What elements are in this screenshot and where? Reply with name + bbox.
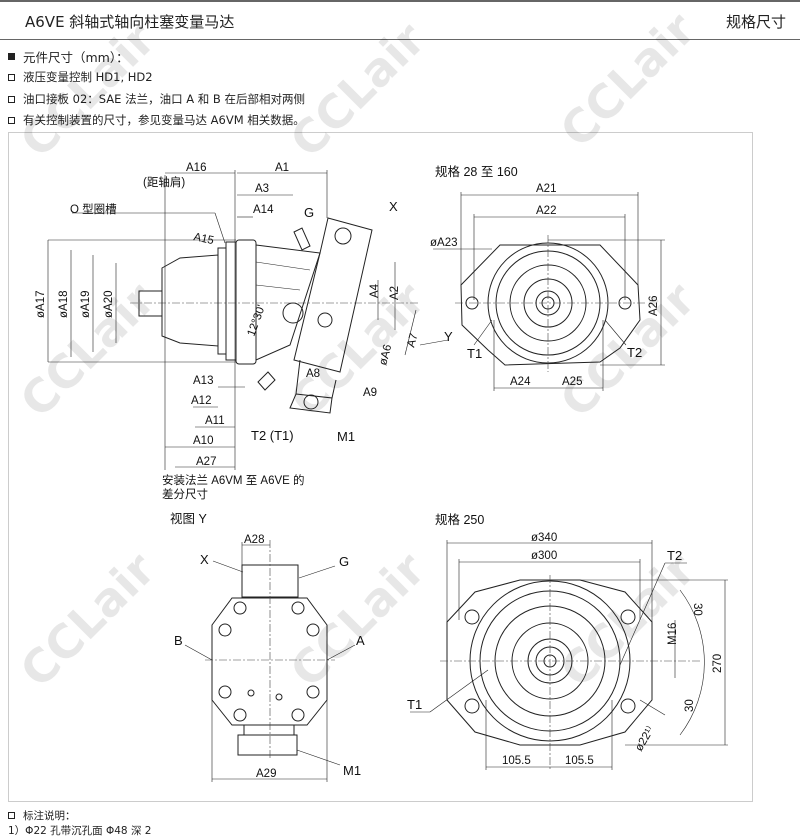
port-label-b: B [174, 633, 183, 648]
port-label-g: G [339, 554, 349, 569]
view-title: 规格 28 至 160 [435, 164, 518, 179]
square-icon [8, 95, 15, 103]
port-label-t2: T2 [667, 548, 682, 563]
dim-label: A22 [536, 205, 556, 217]
port-label-t2: T2 [627, 345, 642, 360]
dim-label: øA19 [80, 291, 92, 319]
dim-label: 105.5 [502, 755, 531, 767]
port-label-x: X [200, 552, 209, 567]
view-y-drawing [184, 540, 356, 782]
dim-label: A27 [196, 456, 216, 468]
dim-label: øA17 [35, 291, 47, 319]
dim-label: A1 [275, 162, 289, 174]
front-view-28-160-labels: 规格 28 至 160 A21 A22 øA23 A26 T1 T2 A24 A… [430, 164, 660, 388]
footnote-heading-text: 标注说明： [23, 810, 76, 822]
dim-label: A9 [363, 387, 377, 399]
front-view-250 [410, 540, 728, 770]
watermark: CCLair [550, 2, 706, 158]
watermarks: CCLair CCLair CCLair CCLair CCLair CCLai… [10, 2, 706, 698]
view-title: 规格 250 [435, 512, 484, 527]
port-label-t2: T2 (T1) [251, 428, 294, 443]
bullet-text: 有关控制装置的尺寸，参见变量马达 A6VM 相关数据。 [23, 113, 305, 127]
view-y-labels: 视图 Y A28 X G B A A29 M1 [170, 511, 365, 780]
dim-label: øA18 [58, 291, 70, 319]
dim-label: A14 [253, 204, 274, 216]
dim-label: A13 [193, 375, 213, 387]
dim-label: A29 [256, 768, 276, 780]
flange-note: 安装法兰 A6VM 至 A6VE 的 [162, 473, 305, 487]
port-label-m1: M1 [337, 429, 355, 444]
dim-label: 30 [691, 603, 703, 616]
dim-label: A7 [405, 332, 420, 349]
front-view-28-160 [433, 192, 665, 391]
dim-label: A24 [510, 376, 531, 388]
dim-label: A4 [369, 283, 381, 298]
square-icon [8, 812, 15, 819]
dim-label: A25 [562, 376, 582, 388]
dim-label: A26 [648, 296, 660, 316]
bullet-text: 液压变量控制 HD1, HD2 [23, 70, 153, 84]
dim-label: øA20 [103, 291, 115, 319]
section-title: 规格尺寸 [725, 13, 786, 31]
dim-label: ø22¹⁾ [633, 724, 657, 753]
dim-label: ø300 [531, 550, 557, 562]
angle-label: 12°30' [246, 303, 268, 338]
dim-label: A2 [389, 286, 401, 300]
page-title: A6VE 斜轴式轴向柱塞变量马达 [25, 13, 235, 31]
dim-label: A11 [205, 415, 225, 427]
side-view-drawing [47, 170, 449, 470]
bullet-item: 有关控制装置的尺寸，参见变量马达 A6VM 相关数据。 [8, 112, 305, 128]
port-label-m1: M1 [343, 763, 361, 778]
watermark: CCLair [280, 12, 436, 168]
dim-label: A21 [536, 183, 556, 195]
side-view-labels: A16 A1 (距轴肩) A3 O 型圈槽 A14 G X A15 øA17 ø… [35, 162, 453, 501]
dim-label: A8 [306, 368, 320, 380]
filled-square-icon [8, 53, 15, 60]
o-ring-label: O 型圈槽 [70, 202, 117, 216]
port-label-t1: T1 [467, 346, 482, 361]
bullet-item: 液压变量控制 HD1, HD2 [8, 69, 153, 85]
watermark: CCLair [280, 542, 436, 698]
dim-label: A3 [255, 183, 269, 195]
watermark: CCLair [10, 12, 166, 168]
page-header: A6VE 斜轴式轴向柱塞变量马达 规格尺寸 [0, 0, 800, 40]
watermark: CCLair [550, 542, 706, 698]
dim-label: A15 [192, 231, 215, 247]
dim-label: 30 [684, 699, 696, 712]
dim-label: M16 [667, 623, 679, 645]
dim-label: A28 [244, 534, 264, 546]
footnote-item: 1）Φ22 孔带沉孔面 Φ48 深 2 [8, 825, 152, 837]
bullet-item: 油口接板 02：SAE 法兰，油口 A 和 B 在后部相对两侧 [8, 91, 305, 107]
square-icon [8, 116, 15, 124]
port-label-a: A [356, 633, 365, 648]
port-label-g: G [304, 205, 314, 220]
view-y-marker: Y [444, 329, 453, 344]
dim-label: ø340 [531, 532, 557, 544]
bullet-text: 油口接板 02：SAE 法兰，油口 A 和 B 在后部相对两侧 [23, 92, 305, 106]
dim-label: øA23 [430, 237, 458, 249]
bullet-item: 元件尺寸（mm）： [8, 47, 129, 66]
dim-label: A10 [193, 435, 213, 447]
footnote-heading: 标注说明： [8, 808, 76, 823]
dim-label: øA6 [377, 343, 394, 366]
port-label-t1: T1 [407, 697, 422, 712]
flange-note: 差分尺寸 [162, 487, 208, 501]
drawing-frame [8, 132, 753, 802]
dim-label: A12 [191, 395, 211, 407]
dim-label: 270 [712, 654, 724, 673]
watermark: CCLair [10, 542, 166, 698]
view-title: 视图 Y [170, 511, 207, 526]
port-label-x: X [389, 199, 398, 214]
dim-label: A16 [186, 162, 206, 174]
square-icon [8, 73, 15, 81]
dim-label: 105.5 [565, 755, 594, 767]
bullet-text: 元件尺寸（mm）： [23, 50, 129, 65]
dim-note: (距轴肩) [143, 175, 185, 189]
